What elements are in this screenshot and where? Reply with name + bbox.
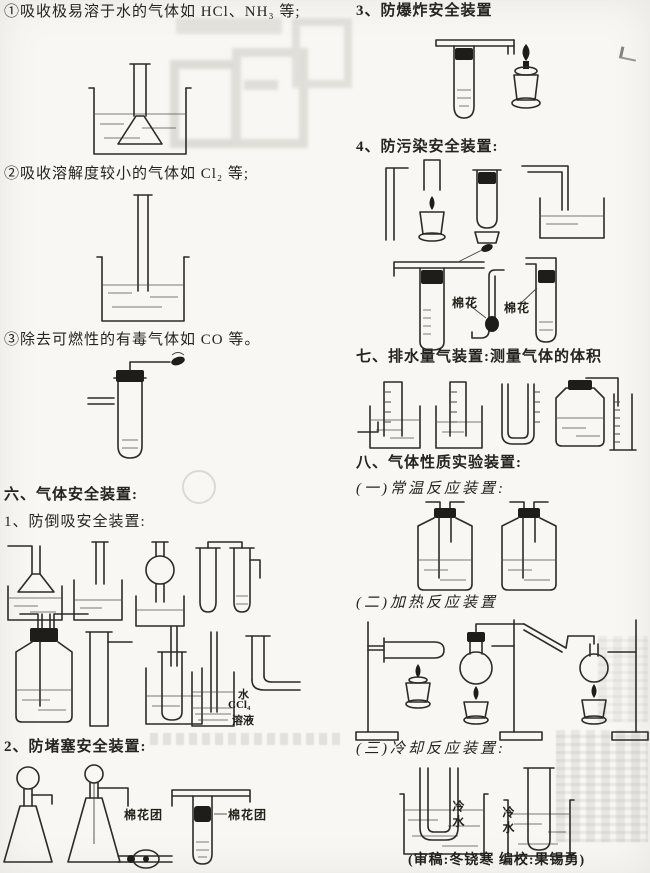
label-cold-water-right: 冷水 (501, 806, 515, 836)
label-cold-water-left: 冷水 (451, 800, 465, 830)
section8-sub3-title: (三)冷却反应装置: (356, 741, 506, 757)
section6-sub1-title: 1、防倒吸安全装置: (4, 514, 146, 530)
stray-ink-mark (618, 46, 639, 62)
absorption-item-3: ③除去可燃性的有毒气体如 CO 等。 (4, 332, 261, 348)
absorption-item-1: ①吸收极易溶于水的气体如 HCl、NH₃ 等; (4, 4, 301, 20)
section8-title: 八、气体性质实验装置: (356, 455, 522, 471)
label-cotton-ball-right: 棉花团 (228, 808, 268, 822)
label-solution: 溶液 (232, 715, 254, 727)
bleed-through-circle (182, 470, 216, 504)
diagram-tube-into-beaker (92, 193, 192, 329)
diagram-anti-clog-devices (0, 762, 352, 873)
label-water: 水 (238, 689, 249, 701)
section7-title: 七、排水量气装置:测量气体的体积 (356, 349, 602, 365)
label-cotton-right: 棉花 (504, 301, 531, 315)
diagram-burning-gas-test-tube (86, 358, 185, 468)
section8-sub2-title: (二)加热反应装置 (356, 595, 498, 611)
diagram-anti-pollution-row2 (392, 244, 602, 352)
diagram-anti-pollution-row1 (372, 160, 617, 244)
label-ccl4: CCl₄ (228, 699, 251, 711)
diagram-inverted-funnel-beaker (80, 52, 200, 162)
label-cotton-left: 棉花 (452, 296, 479, 310)
section6-sub4-title: 4、防污染安全装置: (356, 139, 499, 155)
section6-sub2-title: 2、防堵塞安全装置: (4, 739, 147, 755)
review-credit-line: (审稿:冬铙寒 编校:果锡勇) (408, 853, 586, 868)
label-cotton-ball-left: 棉花团 (124, 808, 164, 822)
diagram-heating-reaction-setups (354, 616, 650, 744)
absorption-item-2: ②吸收溶解度较小的气体如 Cl₂ 等; (4, 166, 250, 182)
diagram-anti-explosion-device (428, 28, 563, 133)
diagram-anti-suckback-devices (2, 540, 354, 738)
diagram-water-displacement-gas-measuring (356, 376, 648, 456)
section6-title: 六、气体安全装置: (4, 487, 138, 503)
diagram-cooling-reaction-devices (398, 766, 588, 866)
section6-sub3-title: 3、防爆炸安全装置 (356, 3, 493, 19)
diagram-room-temp-reaction-bottles (412, 502, 572, 596)
section8-sub1-title: (一)常温反应装置: (356, 481, 506, 497)
